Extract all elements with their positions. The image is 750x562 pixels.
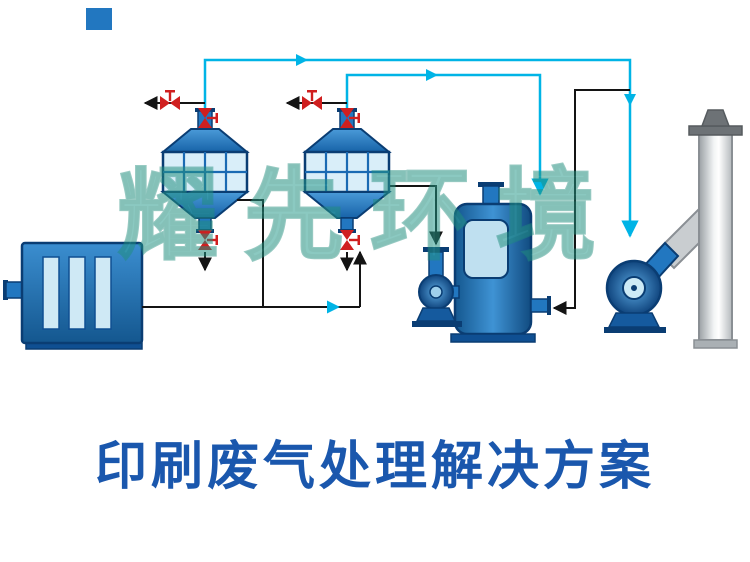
tower-top-flange <box>478 182 504 187</box>
valve-icon <box>302 90 322 110</box>
stack-column <box>698 133 733 341</box>
filter-slot <box>68 256 86 330</box>
flow-line-header-to-tower <box>345 73 549 196</box>
flow-line-return-to-tower <box>552 89 630 315</box>
tower-base <box>450 333 536 343</box>
stack-cap-crown <box>700 109 731 127</box>
pump-stand <box>415 307 457 322</box>
stack-base <box>693 339 738 349</box>
pump-top-flange <box>423 247 449 252</box>
centrifugal-fan <box>604 241 680 333</box>
flow-arrow-right <box>327 300 340 314</box>
flow-arrow-right <box>426 69 438 81</box>
adsorption-box <box>3 241 144 350</box>
pump-hub <box>429 285 443 299</box>
valve-icon <box>340 230 360 250</box>
circulation-pump <box>412 247 462 327</box>
page-title: 印刷废气处理解决方案 <box>94 439 655 496</box>
piping-arrows <box>142 54 639 315</box>
flow-line-header-to-fan <box>203 58 639 238</box>
flow-line-filter1-drop <box>237 199 264 307</box>
tower-right-flange <box>547 296 551 315</box>
stack-cap-brim <box>688 125 743 136</box>
corner-logo-block <box>86 8 112 30</box>
exhaust-stack <box>655 109 743 349</box>
pump-riser-pipe <box>428 251 444 277</box>
filter-slot <box>42 256 60 330</box>
valve-icon <box>198 230 218 250</box>
tower-window <box>463 219 509 279</box>
fan-stand <box>607 312 661 328</box>
fan-hub <box>631 285 637 291</box>
filter-slot <box>94 256 112 330</box>
flow-arrow-right <box>296 54 308 66</box>
inlet-stub-pipe <box>5 281 23 299</box>
fan-base-plate <box>604 327 666 333</box>
pump-base-plate <box>412 321 462 327</box>
tower-right-stub <box>530 298 549 313</box>
spray-tower <box>450 182 551 343</box>
flow-line-filter2-to-pump <box>390 185 443 246</box>
flow-arrow-down <box>624 94 636 106</box>
valve-icon <box>160 90 180 110</box>
